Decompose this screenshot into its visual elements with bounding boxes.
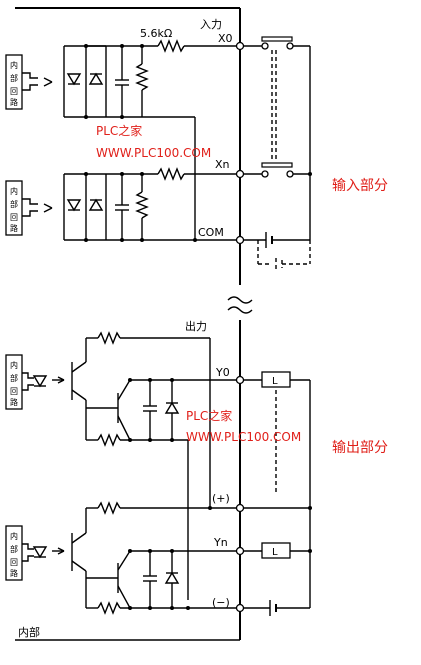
svg-text:内: 内 xyxy=(10,186,18,196)
svg-text:回: 回 xyxy=(10,558,18,567)
output-section-title: 出力 xyxy=(185,319,207,333)
battery-icon xyxy=(243,232,311,270)
resistor-icon xyxy=(86,331,211,508)
series-resistor-xn xyxy=(122,167,240,181)
capacitor-icon xyxy=(115,44,129,119)
svg-text:内: 内 xyxy=(10,60,18,70)
input-led-pair-n xyxy=(63,172,122,242)
switch-icon xyxy=(243,162,310,178)
internal-circuit-box: 内 部 回 路 xyxy=(5,525,23,581)
terminal-y0-label: Y0 xyxy=(215,366,230,379)
internal-circuit-box: 内 部 回 路 xyxy=(5,180,23,236)
resistor-icon xyxy=(86,601,240,615)
load-icon xyxy=(243,371,310,388)
photocoupler-icon xyxy=(22,543,65,562)
terminal-yn-label: Yn xyxy=(213,536,228,549)
transistor-icon xyxy=(71,338,87,440)
switch-icon xyxy=(243,36,310,160)
load-label-1: L xyxy=(272,376,278,387)
terminal-com-label: COM xyxy=(198,226,224,239)
terminal-xn-label: Xn xyxy=(215,158,230,171)
bottom-internal-label: 内部 xyxy=(18,625,40,639)
svg-text:部: 部 xyxy=(10,199,18,209)
output-side-label: 输出部分 xyxy=(332,440,388,456)
resistor-icon xyxy=(122,46,195,118)
photocoupler-icon xyxy=(22,372,65,391)
battery-icon xyxy=(243,600,310,616)
internal-circuit-box: 内 部 回 路 xyxy=(5,354,23,410)
terminal-plus-label: (+) xyxy=(212,492,230,505)
svg-text:路: 路 xyxy=(10,397,18,407)
svg-text:回: 回 xyxy=(10,213,18,222)
diode-icon xyxy=(128,378,180,442)
svg-text:部: 部 xyxy=(10,373,18,383)
svg-text:回: 回 xyxy=(10,387,18,396)
internal-circuit-box: 内 部 回 路 xyxy=(5,54,23,110)
watermark-line1: PLC之家 xyxy=(96,123,142,138)
resistor-value-label: 5.6kΩ xyxy=(140,27,172,40)
svg-text:路: 路 xyxy=(10,568,18,578)
svg-text:路: 路 xyxy=(10,223,18,233)
terminal-x0-label: X0 xyxy=(218,32,233,45)
svg-text:部: 部 xyxy=(10,73,18,83)
svg-text:内: 内 xyxy=(10,360,18,370)
watermark-line1-b: PLC之家 xyxy=(186,408,232,423)
photocoupler-icon xyxy=(22,198,53,217)
watermark-line2: WWW.PLC100.COM xyxy=(96,146,211,160)
input-section-title: 入力 xyxy=(200,18,222,31)
svg-text:部: 部 xyxy=(10,544,18,554)
capacitor-icon xyxy=(115,172,129,242)
svg-text:路: 路 xyxy=(10,97,18,107)
transistor-icon xyxy=(71,508,87,608)
capacitor-icon xyxy=(143,549,157,610)
load-label-2: L xyxy=(272,547,278,558)
diode-icon xyxy=(128,549,190,610)
capacitor-icon xyxy=(143,378,157,442)
terminal-minus-label: (−) xyxy=(212,596,230,609)
photocoupler-icon xyxy=(22,72,53,91)
series-resistor-x0 xyxy=(122,39,240,53)
watermark-line2-b: WWW.PLC100.COM xyxy=(186,430,301,444)
svg-text:回: 回 xyxy=(10,87,18,96)
resistor-icon xyxy=(135,174,149,240)
svg-text:内: 内 xyxy=(10,531,18,541)
input-led-pair-1 xyxy=(63,44,122,119)
resistor-icon xyxy=(86,501,240,515)
input-side-label: 输入部分 xyxy=(332,178,388,194)
load-icon xyxy=(243,542,310,559)
